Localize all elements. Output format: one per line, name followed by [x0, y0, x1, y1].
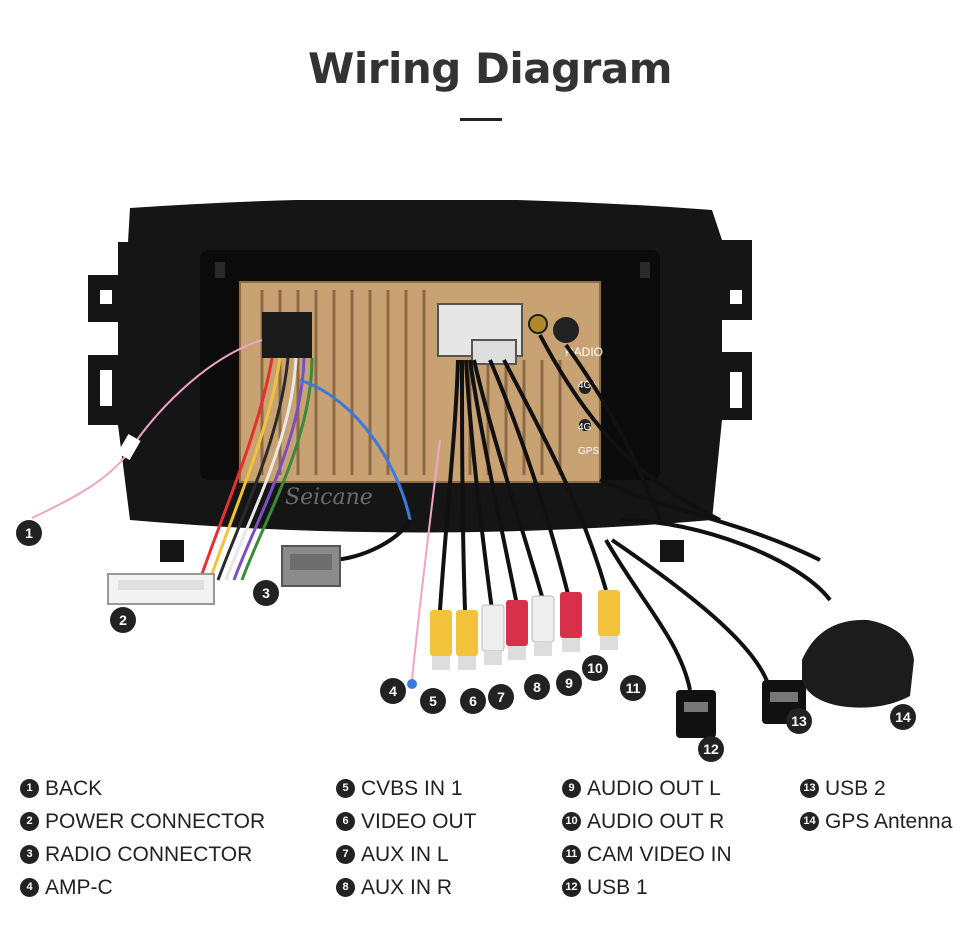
legend-number: 9: [562, 779, 581, 798]
legend-item: 2 POWER CONNECTOR: [20, 805, 265, 838]
legend-label: AMP-C: [45, 875, 113, 899]
legend-number: 10: [562, 812, 581, 831]
legend-item: 7 AUX IN L: [336, 838, 477, 871]
legend-number: 12: [562, 878, 581, 897]
legend-number: 11: [562, 845, 581, 864]
brand-watermark: Seicane: [285, 485, 373, 510]
page-title: Wiring Diagram: [308, 44, 672, 93]
legend-number: 4: [20, 878, 39, 897]
legend-label: CVBS IN 1: [361, 776, 463, 800]
legend-item: 3 RADIO CONNECTOR: [20, 838, 265, 871]
legend-item: 4 AMP-C: [20, 871, 265, 904]
legend-label: BACK: [45, 776, 103, 800]
callout-5: 5: [420, 688, 446, 714]
legend-label: GPS Antenna: [825, 809, 953, 833]
legend-item: 13 USB 2: [800, 772, 952, 805]
legend-label: CAM VIDEO IN: [587, 842, 732, 866]
legend-item: 12 USB 1: [562, 871, 732, 904]
4g-plus-port-label: 4G+: [578, 380, 597, 391]
legend-item: 8 AUX IN R: [336, 871, 477, 904]
legend-item: 5 CVBS IN 1: [336, 772, 477, 805]
callout-3: 3: [253, 580, 279, 606]
title-underline: [460, 118, 502, 121]
callout-6: 6: [460, 688, 486, 714]
legend-item: 1 BACK: [20, 772, 265, 805]
legend-label: AUX IN L: [361, 842, 449, 866]
callout-4: 4: [380, 678, 406, 704]
legend-number: 2: [20, 812, 39, 831]
legend-label: AUDIO OUT L: [587, 776, 721, 800]
legend-item: 10 AUDIO OUT R: [562, 805, 732, 838]
gps-antenna-puck: [802, 619, 914, 708]
rca-plugs: [430, 590, 620, 670]
legend-number: 6: [336, 812, 355, 831]
callout-10: 10: [582, 655, 608, 681]
legend-number: 5: [336, 779, 355, 798]
callout-12: 12: [698, 736, 724, 762]
callout-13: 13: [786, 708, 812, 734]
legend-label: RADIO CONNECTOR: [45, 842, 253, 866]
legend-item: 11 CAM VIDEO IN: [562, 838, 732, 871]
legend-number: 7: [336, 845, 355, 864]
4g-port-label: 4G: [578, 422, 592, 433]
legend-column-2: 5 CVBS IN 1 6 VIDEO OUT 7 AUX IN L 8 AUX IN …: [336, 772, 477, 904]
legend-number: 3: [20, 845, 39, 864]
legend-label: POWER CONNECTOR: [45, 809, 266, 833]
legend-number: 14: [800, 812, 819, 831]
legend-label: USB 1: [587, 875, 648, 899]
legend-number: 13: [800, 779, 819, 798]
gps-port-label: GPS: [578, 446, 599, 457]
callout-11: 11: [620, 675, 646, 701]
legend-item: 14 GPS Antenna: [800, 805, 952, 838]
legend-column-4: 13 USB 2 14 GPS Antenna: [800, 772, 952, 838]
legend-label: AUDIO OUT R: [587, 809, 725, 833]
legend-item: 9 AUDIO OUT L: [562, 772, 732, 805]
legend-number: 8: [336, 878, 355, 897]
legend-number: 1: [20, 779, 39, 798]
usb-1-plug: [676, 690, 716, 738]
callout-14: 14: [890, 704, 916, 730]
callout-9: 9: [556, 670, 582, 696]
callout-8: 8: [524, 674, 550, 700]
legend-label: USB 2: [825, 776, 886, 800]
legend-label: AUX IN R: [361, 875, 453, 899]
wiring-illustration: RADIO 4G+ 4G GPS Seicane: [31, 200, 914, 738]
legend-label: VIDEO OUT: [361, 809, 477, 833]
callout-7: 7: [488, 684, 514, 710]
legend-item: 6 VIDEO OUT: [336, 805, 477, 838]
callout-2: 2: [110, 607, 136, 633]
callout-1: 1: [16, 520, 42, 546]
legend-column-3: 9 AUDIO OUT L 10 AUDIO OUT R 11 CAM VIDEO I…: [562, 772, 732, 904]
